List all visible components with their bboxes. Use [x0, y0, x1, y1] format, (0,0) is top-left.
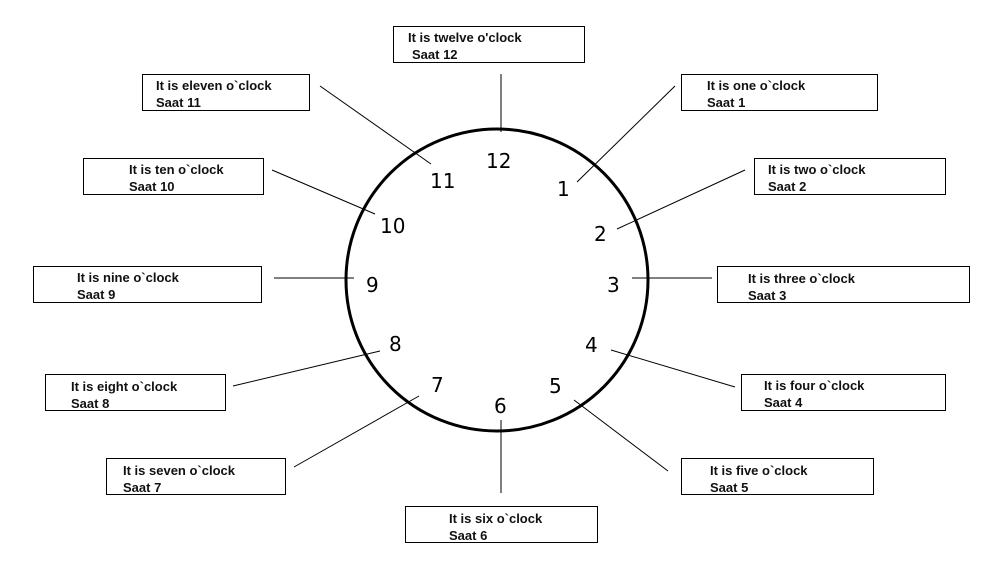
clock-number-1: 1	[557, 177, 570, 201]
clock-number-5: 5	[549, 374, 562, 398]
clock-number-3: 3	[607, 273, 620, 297]
clock-number-12: 12	[486, 149, 511, 173]
label-english-8: It is eight o`clock	[71, 379, 178, 394]
label-box-4: It is four o`clock Saat 4	[741, 374, 946, 411]
label-box-3: It is three o`clock Saat 3	[717, 266, 970, 303]
connector-line-7	[293, 395, 420, 468]
clock-number-10: 10	[380, 214, 405, 238]
clock-number-6: 6	[494, 394, 507, 418]
label-box-11: It is eleven o`clock Saat 11	[142, 74, 310, 111]
clock-number-8: 8	[389, 332, 402, 356]
label-turkish-6: Saat 6	[449, 528, 488, 543]
label-turkish-11: Saat 11	[156, 95, 201, 110]
connector-line-5	[573, 399, 669, 472]
label-english-3: It is three o`clock	[748, 271, 855, 286]
label-turkish-9: Saat 9	[77, 287, 116, 302]
connector-line-10	[271, 169, 376, 215]
label-box-2: It is two o`clock Saat 2	[754, 158, 946, 195]
clock-number-4: 4	[585, 333, 598, 357]
label-english-5: It is five o`clock	[710, 463, 808, 478]
label-box-7: It is seven o`clock Saat 7	[106, 458, 286, 495]
label-turkish-10: Saat 10	[129, 179, 175, 194]
connector-lines	[232, 74, 746, 493]
connector-line-11	[319, 85, 432, 165]
clock-number-7: 7	[431, 373, 444, 397]
clock-face	[344, 127, 650, 433]
label-box-5: It is five o`clock Saat 5	[681, 458, 874, 495]
label-english-11: It is eleven o`clock	[156, 78, 272, 93]
clock-number-9: 9	[366, 273, 379, 297]
label-turkish-3: Saat 3	[748, 288, 787, 303]
label-english-9: It is nine o`clock	[77, 270, 179, 285]
label-english-7: It is seven o`clock	[123, 463, 235, 478]
label-turkish-12: Saat 12	[412, 47, 458, 62]
connector-line-1	[576, 85, 676, 183]
connector-line-8	[232, 350, 381, 387]
connector-line-2	[616, 169, 746, 230]
clock-number-11: 11	[430, 169, 455, 193]
label-box-1: It is one o`clock Saat 1	[681, 74, 878, 111]
label-english-4: It is four o`clock	[764, 378, 865, 393]
clock-numbers: 12 1 2 3 4 5 6 7 8 9 10 11	[366, 149, 620, 418]
label-english-1: It is one o`clock	[707, 78, 806, 93]
label-box-6: It is six o`clock Saat 6	[405, 506, 598, 543]
label-turkish-7: Saat 7	[123, 480, 162, 495]
label-box-10: It is ten o`clock Saat 10	[83, 158, 264, 195]
label-turkish-8: Saat 8	[71, 396, 110, 411]
label-english-12: It is twelve o'clock	[408, 30, 522, 45]
label-turkish-1: Saat 1	[707, 95, 746, 110]
label-turkish-4: Saat 4	[764, 395, 803, 410]
label-english-10: It is ten o`clock	[129, 162, 224, 177]
label-turkish-5: Saat 5	[710, 480, 749, 495]
clock-number-2: 2	[594, 222, 607, 246]
label-box-12: It is twelve o'clock Saat 12	[393, 26, 585, 63]
label-turkish-2: Saat 2	[768, 179, 807, 194]
label-box-8: It is eight o`clock Saat 8	[45, 374, 226, 411]
label-english-6: It is six o`clock	[449, 511, 543, 526]
label-box-9: It is nine o`clock Saat 9	[33, 266, 262, 303]
connector-line-4	[610, 349, 736, 388]
label-english-2: It is two o`clock	[768, 162, 866, 177]
